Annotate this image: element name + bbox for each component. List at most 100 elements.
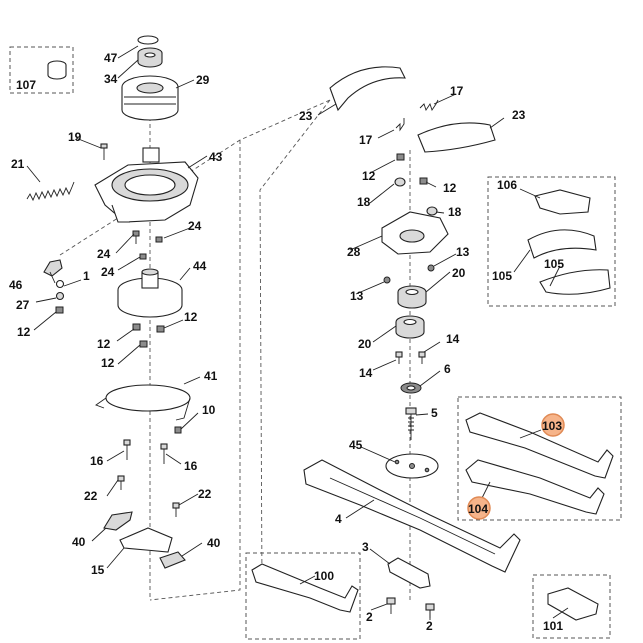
label-12-c: 12 [97,337,111,351]
label-103: 103 [542,419,562,433]
label-107: 107 [16,78,36,92]
part-46-lever [43,259,63,277]
label-40-b: 40 [207,536,221,550]
label-105-b: 105 [492,269,512,283]
part-10-screw [174,426,182,434]
part-101-plate [547,587,599,621]
label-101: 101 [543,619,563,633]
part-24-screws [132,230,163,260]
part-17-spring-b [395,118,405,132]
part-22-screws [117,475,180,517]
label-16-a: 16 [90,454,104,468]
part-103-blade [465,412,614,479]
label-15: 15 [91,563,105,577]
part-4-blade [303,459,521,573]
part-104-blade [465,459,605,515]
label-27: 27 [16,298,30,312]
part-40-clip-a [103,511,133,531]
label-2-a: 2 [366,610,373,624]
part-43-housing [94,147,199,223]
label-14-b: 14 [359,366,373,380]
label-16-b: 16 [184,459,198,473]
part-29-hub [121,75,179,121]
label-14-a: 14 [446,332,460,346]
label-12-b: 12 [184,310,198,324]
label-104: 104 [468,502,488,516]
part-28-holder [381,211,449,255]
label-106: 106 [497,178,517,192]
part-12-nut-b [156,325,165,333]
part-18-bushing-b [426,206,438,216]
label-24-a: 24 [188,219,202,233]
label-40-a: 40 [72,535,86,549]
label-21: 21 [11,157,25,171]
part-20-bearing-a [397,285,427,309]
part-17-spring-a [419,99,439,112]
part-6-washer [400,382,422,394]
part-105-cover-a [527,229,597,259]
label-17-b: 17 [359,133,373,147]
label-20-b: 20 [358,337,372,351]
part-2-bolts [386,597,435,618]
label-3: 3 [362,540,369,554]
box-107 [9,46,74,94]
label-13-a: 13 [456,245,470,259]
part-12-nut-d [396,153,405,161]
label-4: 4 [335,512,342,526]
label-12-f: 12 [443,181,457,195]
part-34-bearing [137,47,163,68]
part-47-seal [137,35,159,45]
label-23-a: 23 [299,109,313,123]
label-1: 1 [83,269,90,283]
label-28: 28 [347,245,361,259]
label-41: 41 [204,369,218,383]
part-41-brake-band [95,384,191,421]
part-1-washer [55,279,65,289]
label-23-b: 23 [512,108,526,122]
part-23-cover-b [417,122,496,153]
part-45-disc [385,453,439,479]
part-23-cover-a [329,66,406,112]
label-12-a: 12 [17,325,31,339]
label-43: 43 [209,150,223,164]
label-47: 47 [104,51,118,65]
label-22-b: 22 [198,487,212,501]
part-27-washer [55,291,65,301]
highlight-104 [467,496,491,520]
label-29: 29 [196,73,210,87]
label-18-a: 18 [357,195,371,209]
label-24-b: 24 [97,247,111,261]
highlight-103 [541,413,565,437]
part-40-clip-b [159,551,186,569]
label-6: 6 [444,362,451,376]
part-100-blade [251,563,359,613]
part-labels: 107 47 34 29 19 43 21 24 24 24 44 1 46 2… [9,51,564,633]
box-105-106 [487,176,616,307]
label-17-a: 17 [450,84,464,98]
part-15-bracket [119,527,173,553]
part-106-cover [534,189,591,215]
label-24-c: 24 [101,265,115,279]
label-34: 34 [104,72,118,86]
label-45: 45 [349,438,363,452]
part-44-pulley [117,268,183,318]
part-12-nut-a [132,323,141,331]
part-105-cover-b [539,269,611,295]
part-18-bushing-a [394,177,406,187]
part-13-pin-b [383,276,391,284]
label-22-a: 22 [84,489,98,503]
part-12-nut-c [139,340,148,348]
label-2-b: 2 [426,619,433,633]
label-46: 46 [9,278,23,292]
part-14-screws [395,351,426,364]
part-107-cap [47,60,67,80]
label-44: 44 [193,259,207,273]
label-12-e: 12 [362,169,376,183]
label-19: 19 [68,130,82,144]
label-5: 5 [431,406,438,420]
part-13-pin-a [427,264,435,272]
leader-lines [26,45,569,620]
label-18-b: 18 [448,205,462,219]
label-20-a: 20 [452,266,466,280]
part-16-bolts [123,439,168,464]
